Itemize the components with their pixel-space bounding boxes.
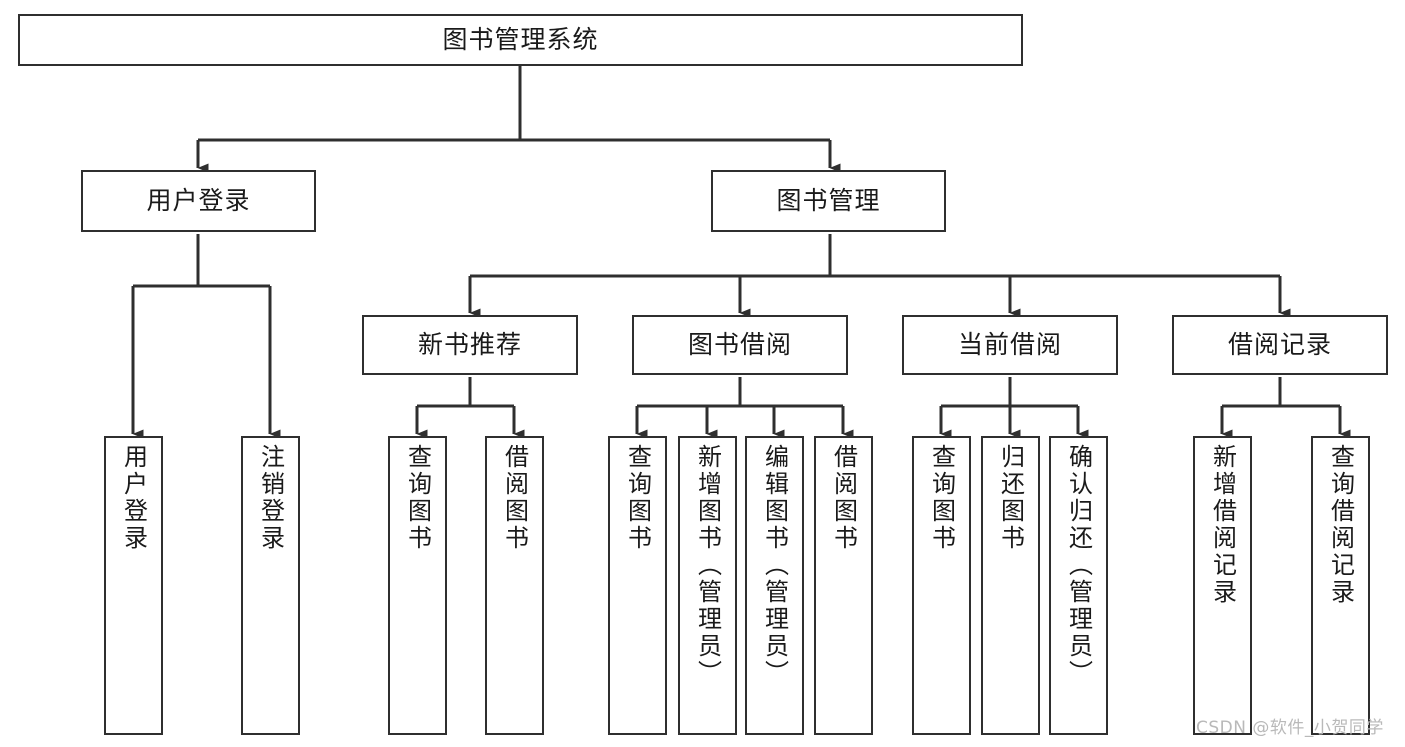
leaf-current-confirm-return[interactable]: 确认归还（管理员） — [1049, 436, 1108, 735]
node-label: 借阅图书 — [500, 444, 529, 552]
leaf-current-return-book[interactable]: 归还图书 — [981, 436, 1040, 735]
leaf-user-login-logout[interactable]: 注销登录 — [241, 436, 300, 735]
node-book-management[interactable]: 图书管理 — [711, 170, 946, 232]
node-new-book-recommend[interactable]: 新书推荐 — [362, 315, 578, 375]
node-label: 借阅记录 — [1227, 330, 1332, 360]
leaf-recommend-query-book[interactable]: 查询图书 — [388, 436, 447, 735]
node-root-system[interactable]: 图书管理系统 — [18, 14, 1023, 66]
node-borrow-record[interactable]: 借阅记录 — [1172, 315, 1388, 375]
node-current-borrow[interactable]: 当前借阅 — [902, 315, 1118, 375]
node-label: 图书借阅 — [687, 330, 792, 360]
leaf-record-query-record[interactable]: 查询借阅记录 — [1311, 436, 1370, 735]
node-label: 注销登录 — [256, 444, 285, 552]
node-label: 查询图书 — [927, 444, 956, 552]
leaf-borrow-edit-book[interactable]: 编辑图书（管理员） — [745, 436, 804, 735]
leaf-record-add-record[interactable]: 新增借阅记录 — [1193, 436, 1252, 735]
leaf-borrow-add-book[interactable]: 新增图书（管理员） — [678, 436, 737, 735]
node-label: 归还图书 — [996, 444, 1025, 552]
node-label: 借阅图书 — [829, 444, 858, 552]
node-label: 查询借阅记录 — [1326, 444, 1355, 606]
leaf-borrow-query-book[interactable]: 查询图书 — [608, 436, 667, 735]
leaf-current-query-book[interactable]: 查询图书 — [912, 436, 971, 735]
node-label: 新书推荐 — [417, 330, 522, 360]
node-label: 确认归还（管理员） — [1064, 444, 1093, 687]
node-label: 编辑图书（管理员） — [760, 444, 789, 687]
node-label: 用户登录 — [146, 186, 251, 216]
node-label: 新增图书（管理员） — [693, 444, 722, 687]
node-label: 图书管理 — [776, 186, 881, 216]
node-label: 新增借阅记录 — [1208, 444, 1237, 606]
node-label: 图书管理系统 — [442, 25, 599, 55]
watermark-text: CSDN @软件_小贺同学 — [1196, 718, 1384, 738]
leaf-user-login-login[interactable]: 用户登录 — [104, 436, 163, 735]
node-book-borrow[interactable]: 图书借阅 — [632, 315, 848, 375]
leaf-borrow-borrow-book[interactable]: 借阅图书 — [814, 436, 873, 735]
node-label: 查询图书 — [403, 444, 432, 552]
node-label: 当前借阅 — [957, 330, 1062, 360]
node-label: 查询图书 — [623, 444, 652, 552]
leaf-recommend-borrow-book[interactable]: 借阅图书 — [485, 436, 544, 735]
node-label: 用户登录 — [119, 444, 148, 552]
node-user-login[interactable]: 用户登录 — [81, 170, 316, 232]
